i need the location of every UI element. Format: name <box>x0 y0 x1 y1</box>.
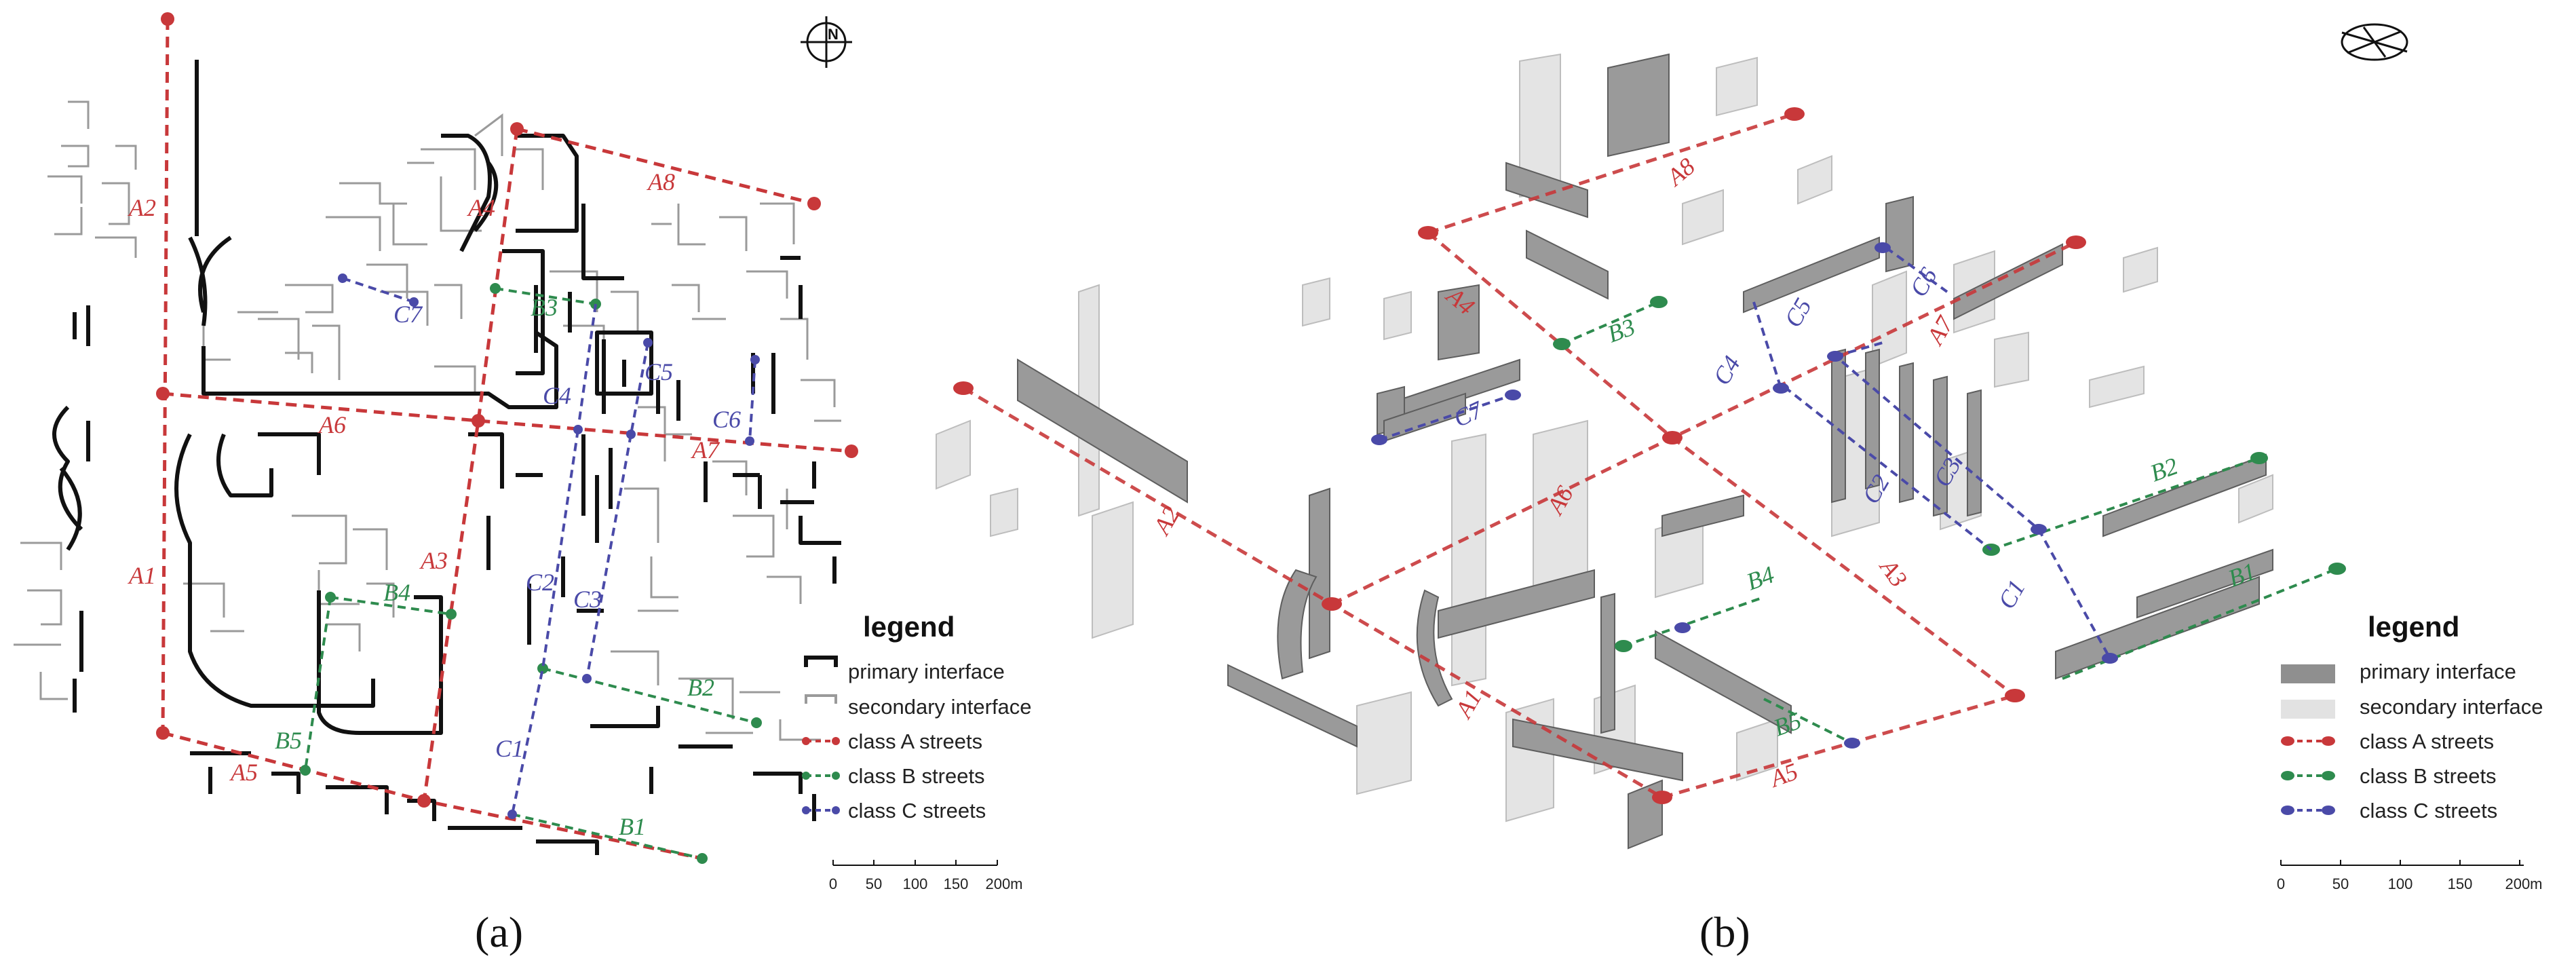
legend-secondary-label: secondary interface <box>848 695 1032 719</box>
street-label-c6: C6 <box>712 406 741 433</box>
street-label-a3: A3 <box>419 547 448 574</box>
legend-class-c-label-3d: class C streets <box>2360 799 2497 822</box>
class-a-street-endpoints <box>156 12 858 808</box>
panel-a-legend: legend primary interface secondary inter… <box>802 611 1032 822</box>
street-label-c1: C1 <box>495 735 524 762</box>
street-label-b1: B1 <box>619 813 646 840</box>
primary-interface-blocks <box>1017 53 2273 850</box>
street-label-a7: A7 <box>691 436 720 463</box>
legend-primary-label: primary interface <box>848 660 1005 683</box>
street-label-3d-b4: B4 <box>1743 561 1777 595</box>
class-b-street-endpoints <box>300 283 762 864</box>
legend-secondary-swatch <box>805 694 837 704</box>
street-label-a1: A1 <box>128 562 156 589</box>
street-label-b2: B2 <box>687 674 714 701</box>
class-c-street-endpoints-3d <box>1371 242 2118 749</box>
panel-a-plan-map: A1 A2 A3 A4 A5 A6 A7 A8 B1 B2 B3 B4 B5 C… <box>14 12 1032 956</box>
primary-interface-lines <box>52 60 841 855</box>
legend-title: legend <box>863 611 955 643</box>
panel-b-street-labels: A1 A2 A3 A4 A5 A6 A7 A8 B1 B2 B3 B4 B5 C… <box>1147 153 2259 793</box>
panel-a-street-labels: A1 A2 A3 A4 A5 A6 A7 A8 B1 B2 B3 B4 B5 C… <box>128 168 741 840</box>
scale-tick-100: 100 <box>903 875 928 892</box>
legend-secondary-label-3d: secondary interface <box>2360 695 2543 719</box>
legend-primary-swatch-3d <box>2281 664 2335 683</box>
scale-tick-200m: 200m <box>985 875 1022 892</box>
street-label-3d-a8: A8 <box>1661 153 1700 192</box>
scale-tick-0: 0 <box>829 875 837 892</box>
street-label-b4: B4 <box>383 579 410 606</box>
scale-tick-200m-3d: 200m <box>2505 875 2542 892</box>
legend-primary-swatch <box>804 656 838 667</box>
panel-a-caption: (a) <box>475 908 523 956</box>
street-label-c5: C5 <box>645 358 673 385</box>
street-label-a4: A4 <box>467 194 495 221</box>
class-c-streets <box>342 277 756 815</box>
street-label-a2: A2 <box>128 194 156 221</box>
panel-b-legend: legend primary interface secondary inter… <box>2281 611 2543 822</box>
street-label-3d-b2: B2 <box>2147 452 2181 487</box>
legend-class-b-label-3d: class B streets <box>2360 764 2497 788</box>
class-c-street-endpoints <box>338 273 760 819</box>
street-label-3d-c1: C1 <box>1993 575 2031 613</box>
legend-class-c-label: class C streets <box>848 799 986 822</box>
north-arrow-icon <box>2341 23 2408 61</box>
street-label-c4: C4 <box>543 382 571 409</box>
street-label-3d-b3: B3 <box>1604 313 1638 347</box>
street-label-3d-a3: A3 <box>1874 553 1912 592</box>
street-label-3d-c6: C6 <box>1904 263 1942 301</box>
street-label-a5: A5 <box>229 759 258 786</box>
panel-a-scale-bar: 0 50 100 150 200m <box>829 860 1023 892</box>
street-label-a8: A8 <box>647 168 675 195</box>
street-label-c3: C3 <box>573 586 602 613</box>
panel-b-caption: (b) <box>1699 908 1750 956</box>
legend-class-b-label: class B streets <box>848 764 985 788</box>
panel-b-scale-bar: 0 50 100 150 200m <box>2277 860 2543 892</box>
scale-tick-50-3d: 50 <box>2332 875 2349 892</box>
street-label-3d-c4: C4 <box>1708 352 1746 390</box>
scale-tick-100-3d: 100 <box>2388 875 2413 892</box>
legend-secondary-swatch-3d <box>2281 700 2335 719</box>
legend-primary-label-3d: primary interface <box>2360 660 2516 683</box>
class-a-street-endpoints-3d <box>953 107 2086 804</box>
legend-class-a-label-3d: class A streets <box>2360 730 2494 753</box>
street-label-b3: B3 <box>531 294 558 321</box>
street-label-c7: C7 <box>393 301 423 328</box>
panel-b-axonometric-view: A1 A2 A3 A4 A5 A6 A7 A8 B1 B2 B3 B4 B5 C… <box>936 23 2543 956</box>
class-b-streets <box>304 287 757 860</box>
scale-tick-150: 150 <box>944 875 969 892</box>
scale-tick-50: 50 <box>866 875 882 892</box>
street-label-a6: A6 <box>318 411 346 438</box>
street-label-3d-c5: C5 <box>1779 294 1817 332</box>
svg-text:N: N <box>828 26 839 43</box>
street-label-c2: C2 <box>526 569 554 596</box>
street-label-b5: B5 <box>275 727 302 754</box>
scale-tick-150-3d: 150 <box>2448 875 2473 892</box>
scale-tick-0-3d: 0 <box>2277 875 2285 892</box>
north-arrow-icon: N <box>801 16 852 68</box>
street-label-3d-a2: A2 <box>1147 502 1185 540</box>
legend-class-a-label: class A streets <box>848 730 982 753</box>
legend-title-3d: legend <box>2368 611 2459 643</box>
